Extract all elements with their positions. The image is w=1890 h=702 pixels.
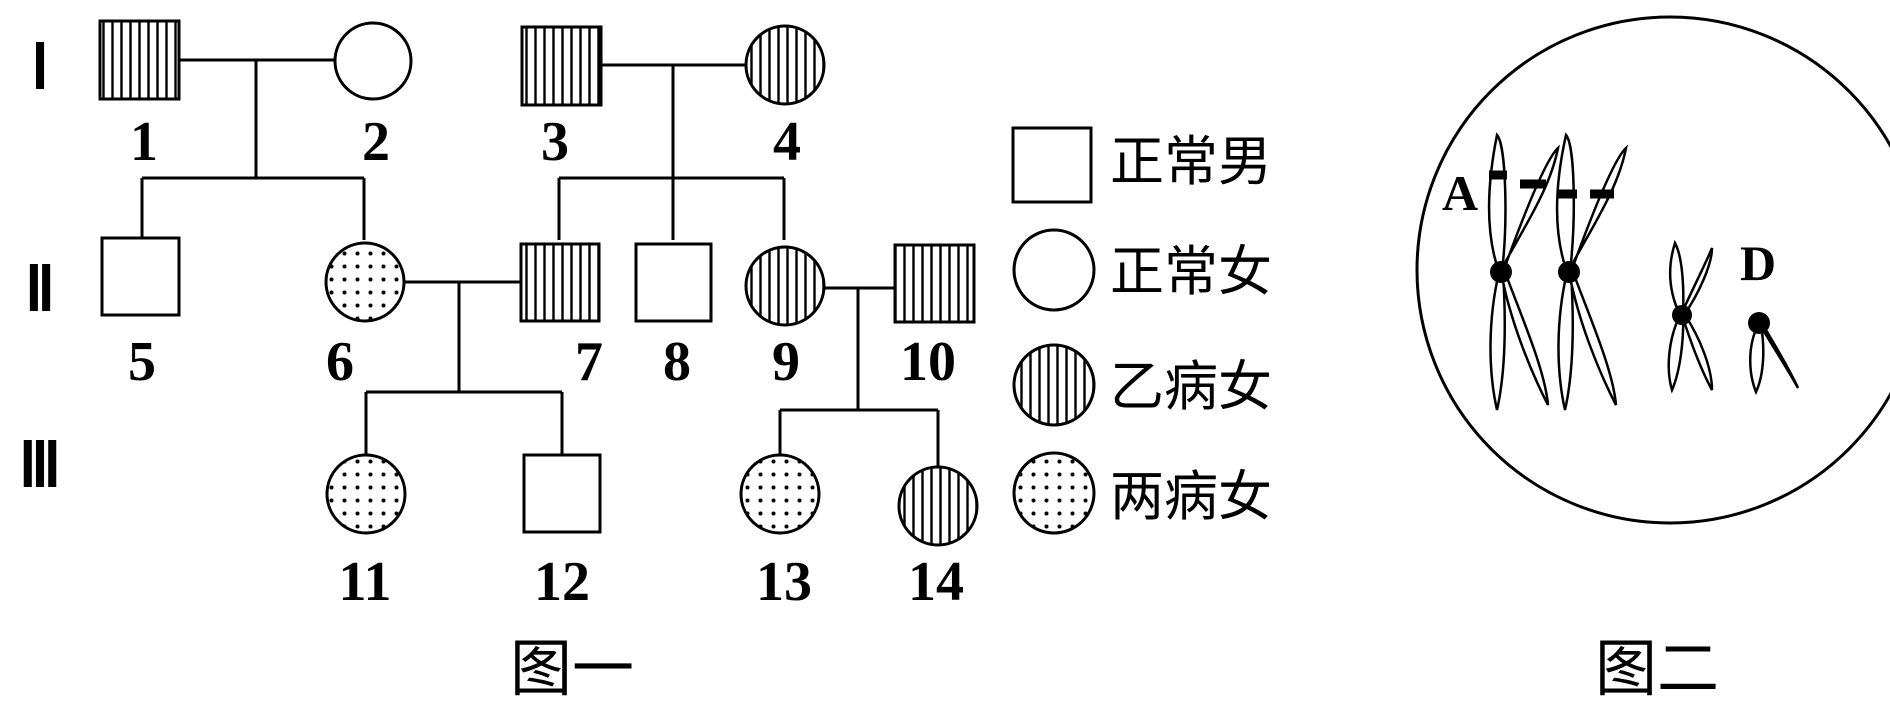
chromosome-large-right xyxy=(1555,132,1628,411)
individual-11-female-affected-both xyxy=(325,453,407,535)
legend-label-yi-female: 乙病女 xyxy=(1110,355,1272,418)
figure2-caption: 图二 xyxy=(1595,632,1719,702)
centromere-a xyxy=(1490,261,1512,283)
individual-8-male-normal xyxy=(634,242,713,323)
individual-4-female-affected-yi xyxy=(744,24,826,106)
legend-symbol-both-female xyxy=(1012,451,1096,535)
individual-number-12: 12 xyxy=(534,551,590,613)
generation-label-2: Ⅱ xyxy=(25,256,56,324)
legend-label-both-female: 两病女 xyxy=(1110,465,1272,528)
legend-symbol-yi-female xyxy=(1012,343,1096,427)
legend-symbol-normal-female xyxy=(1012,228,1096,312)
individual-9-female-affected-yi xyxy=(744,245,826,327)
figure1-caption: 图一 xyxy=(510,632,634,702)
individual-2-female-normal xyxy=(333,21,413,101)
individual-number-5: 5 xyxy=(128,331,156,393)
legend: 正常男 正常女 乙病女 两病女 xyxy=(1011,126,1272,535)
individual-13-female-affected-both xyxy=(739,453,821,535)
chromosome-label-a: A xyxy=(1442,165,1478,221)
individual-12-male-normal xyxy=(522,453,602,534)
individual-5-male-normal xyxy=(100,236,181,317)
generation-label-1: Ⅰ xyxy=(31,34,49,102)
centromere-b xyxy=(1558,261,1580,283)
legend-label-normal-female: 正常女 xyxy=(1110,240,1272,303)
individual-number-7: 7 xyxy=(575,331,603,393)
individual-6-female-affected-both xyxy=(324,241,406,323)
individual-10-male-affected-yi xyxy=(893,243,976,324)
individual-14-female-affected-yi xyxy=(897,465,979,547)
individual-number-8: 8 xyxy=(663,331,691,393)
individual-number-10: 10 xyxy=(900,331,956,393)
individual-numbers: 1 2 3 4 5 6 7 8 9 10 11 12 13 14 xyxy=(128,111,964,613)
chromosome-label-d: D xyxy=(1740,235,1776,291)
individual-number-14: 14 xyxy=(908,551,964,613)
chromosome-d xyxy=(1748,323,1800,396)
legend-symbol-normal-male xyxy=(1011,126,1093,204)
centromere-d xyxy=(1748,312,1770,334)
generation-label-3: Ⅲ xyxy=(19,432,62,500)
individual-number-13: 13 xyxy=(756,551,812,613)
pedigree-lines xyxy=(140,58,940,467)
individual-7-male-affected-yi xyxy=(519,242,601,323)
individual-number-6: 6 xyxy=(326,331,354,393)
individual-number-11: 11 xyxy=(339,551,392,613)
chromosome-large-left xyxy=(1487,132,1560,411)
individual-3-male-affected-yi xyxy=(520,25,603,107)
individual-number-9: 9 xyxy=(772,331,800,393)
individual-number-3: 3 xyxy=(541,111,569,173)
individual-number-1: 1 xyxy=(130,111,158,173)
centromere-small xyxy=(1672,305,1692,325)
legend-label-normal-male: 正常男 xyxy=(1110,130,1272,193)
individual-1-male-affected-yi xyxy=(98,19,181,101)
individual-number-4: 4 xyxy=(773,111,801,173)
individual-number-2: 2 xyxy=(362,111,390,173)
cell-outline xyxy=(1415,15,1890,525)
cell-diagram: A D xyxy=(1415,15,1890,525)
chromosome-small xyxy=(1667,239,1714,394)
